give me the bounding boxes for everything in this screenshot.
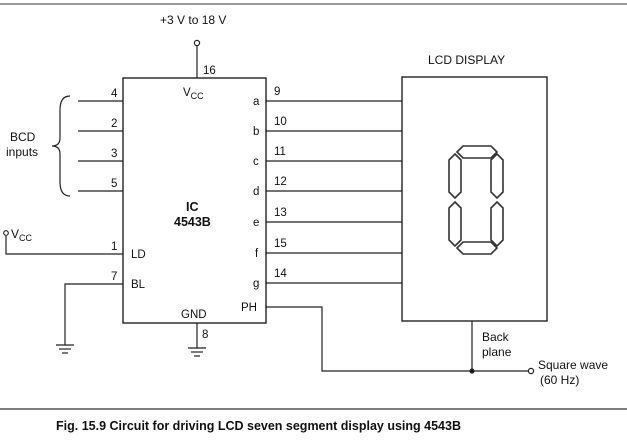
bcd-brace <box>51 95 71 197</box>
backplane-label-line1: Back <box>482 330 510 344</box>
ground-symbol-ic <box>188 347 206 357</box>
lcd-display <box>401 76 548 322</box>
left-pin-number: 1 <box>111 241 117 253</box>
right-pin-label: c <box>253 156 259 168</box>
right-pin-number: 12 <box>274 176 287 188</box>
right-pin-number: 11 <box>274 146 286 158</box>
bcd-label-line2: inputs <box>6 145 38 159</box>
ic-gnd-label: GND <box>181 309 207 321</box>
supply-terminal <box>193 39 201 47</box>
ic-name: IC <box>186 200 199 214</box>
lcd-title: LCD DISPLAY <box>428 53 505 67</box>
seven-segment-digit <box>448 145 504 255</box>
bl-pin-label: BL <box>131 279 146 291</box>
segment-d <box>455 241 499 255</box>
vcc-terminal <box>3 230 9 236</box>
right-pin-number: 15 <box>274 238 287 250</box>
bcd-label-line1: BCD <box>10 130 36 144</box>
gnd-pin-number: 8 <box>202 329 208 341</box>
bl-wire <box>64 283 123 345</box>
right-pin-label: b <box>253 126 259 138</box>
segment-e <box>448 200 462 248</box>
left-pin-number: 3 <box>111 148 117 160</box>
right-pin-label: a <box>253 96 260 108</box>
segment-a <box>455 145 499 159</box>
supply-label: +3 V to 18 V <box>160 13 226 27</box>
left-pin-number: 5 <box>111 178 117 190</box>
left-pin-number: 7 <box>111 271 117 283</box>
segment-c <box>490 200 504 248</box>
ground-symbol-bl <box>56 344 74 354</box>
right-pin-number: 14 <box>274 268 287 280</box>
right-pin-label: g <box>253 278 259 290</box>
square-wave-label-line1: Square wave <box>538 358 608 372</box>
ph-wire <box>266 306 528 372</box>
ld-wire <box>5 236 123 255</box>
ic-part-number: 4543B <box>174 215 211 229</box>
ic-vcc-label: VCC <box>183 87 204 101</box>
backplane-label-line2: plane <box>482 345 512 359</box>
right-pin-number: 10 <box>274 116 287 128</box>
supply-pin-number: 16 <box>203 65 216 77</box>
right-pin-label: d <box>253 186 259 198</box>
ic-4543b <box>122 77 267 324</box>
backplane-junction <box>469 368 475 374</box>
square-wave-terminal <box>527 367 535 375</box>
figure-caption: Fig. 15.9 Circuit for driving LCD seven … <box>56 419 461 433</box>
ph-pin-label: PH <box>241 302 257 314</box>
vcc-input-label: VCC <box>11 227 33 243</box>
right-pin-label: f <box>255 248 259 260</box>
segment-b <box>490 152 504 200</box>
ld-pin-label: LD <box>131 249 146 261</box>
right-pin-number: 9 <box>274 86 280 98</box>
right-pin-number: 13 <box>274 207 287 219</box>
left-pin-number: 2 <box>111 118 117 130</box>
left-pin-number: 4 <box>111 88 118 100</box>
segment-f <box>448 152 462 200</box>
square-wave-label-line2: (60 Hz) <box>540 373 579 387</box>
right-pin-label: e <box>253 217 259 229</box>
